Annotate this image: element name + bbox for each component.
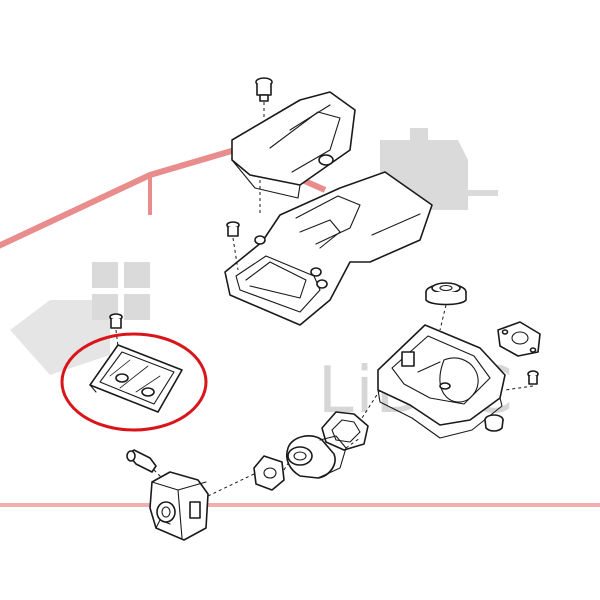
filter-housing <box>224 171 433 326</box>
highlight-circle <box>60 332 208 432</box>
filter-cover <box>231 91 356 199</box>
carburetor-bolt <box>126 449 157 473</box>
rubber-grommet <box>425 282 467 306</box>
flange-gasket <box>497 321 541 357</box>
watermark-window-icon <box>92 262 150 320</box>
air-filter <box>89 344 183 413</box>
carburetor-box <box>377 324 506 439</box>
intake-manifold <box>285 435 347 479</box>
air-filter-screw <box>109 313 123 329</box>
box-screw <box>527 370 539 385</box>
rubber-foot <box>484 414 504 432</box>
filter-cover-screw <box>255 77 273 102</box>
gasket <box>253 455 285 491</box>
carburetor <box>149 471 209 541</box>
filter-housing-screw <box>226 221 240 237</box>
